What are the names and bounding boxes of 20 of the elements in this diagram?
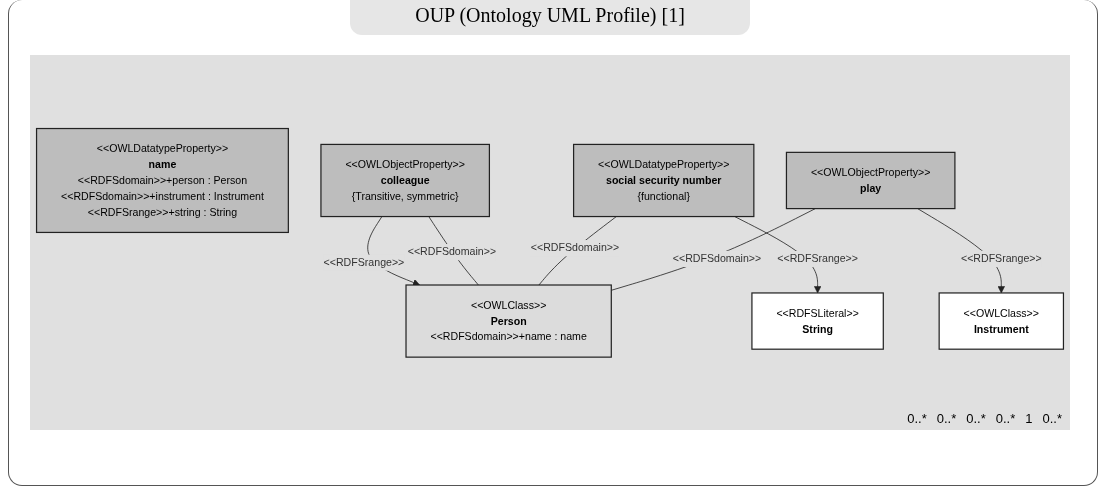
uml-class-box: <<RDFSLiteral>> String: [751, 292, 884, 350]
edge-label: <<RDFSrange>>: [323, 254, 405, 271]
uml-class-box: <<OWLDatatypeProperty>> name <<RDFSdomain>>+person : Person <<RDFSdomain>>+instrument : Instrument <<RDFSrange>>+string : String: [35, 127, 289, 233]
multiplicity-label: 1: [1025, 411, 1033, 426]
multiplicity-label: 0..*: [907, 411, 927, 426]
multiplicity-label: 0..*: [1042, 411, 1062, 426]
uml-class-box: <<OWLObjectProperty>> colleague {Transitive, symmetric}: [320, 143, 490, 217]
edge-label: <<RDFSdomain>>: [672, 250, 762, 267]
title: OUP (Ontology UML Profile) [1]: [350, 0, 750, 35]
uml-class-box: <<OWLClass>> Person <<RDFSdomain>>+name : name: [405, 284, 612, 358]
uml-class-box: <<OWLDatatypeProperty>> social security number {functional}: [573, 143, 755, 217]
edge-label: <<RDFSrange>>: [777, 250, 858, 267]
multiplicity-label: 0..*: [995, 411, 1016, 426]
edge-label: <<RDFSdomain>>: [407, 243, 497, 260]
multiplicity-label: 0..*: [936, 411, 957, 426]
uml-class-box: <<OWLObjectProperty>> play: [785, 151, 956, 209]
edge-label: <<RDFSrange>>: [960, 250, 1042, 267]
multiplicity-label: 0..*: [966, 411, 986, 426]
edge-label: <<RDFSdomain>>: [530, 239, 620, 256]
uml-class-box: <<OWLClass>> Instrument: [938, 292, 1065, 350]
